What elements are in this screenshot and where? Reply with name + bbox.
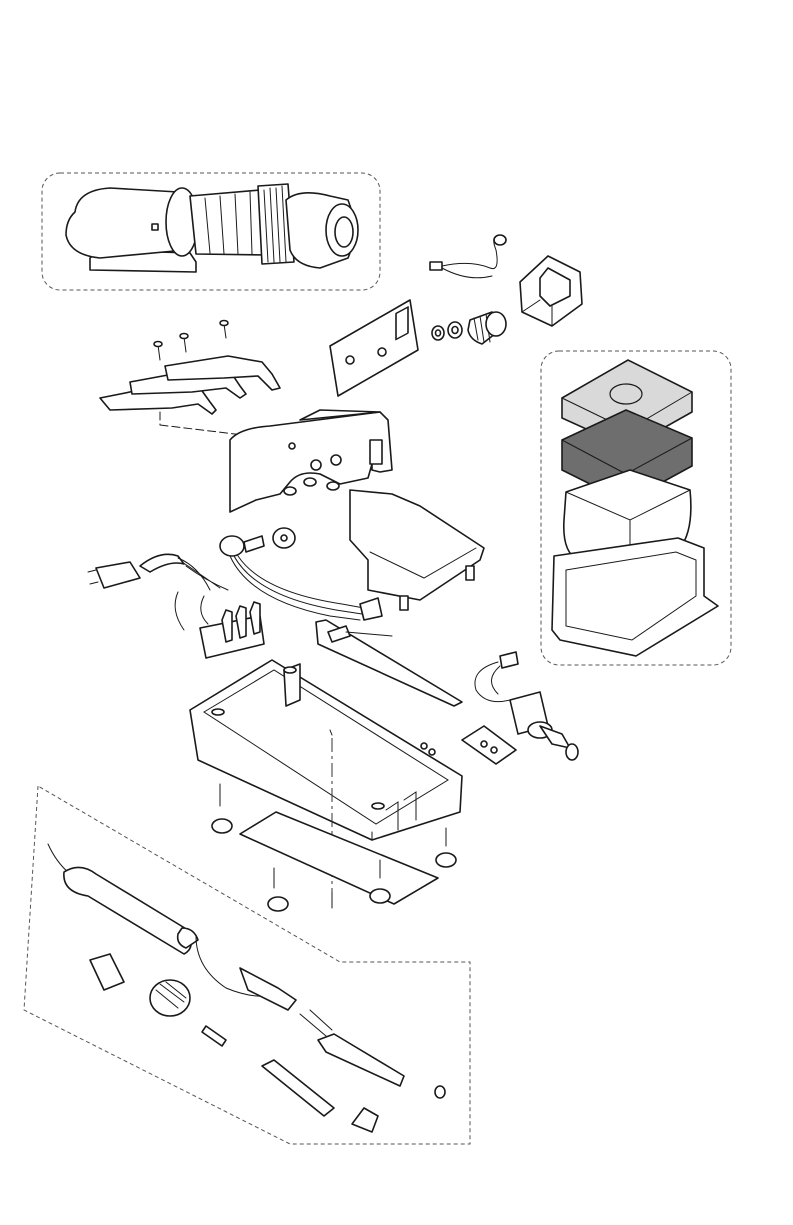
handpiece-nozzle-inner bbox=[335, 217, 353, 247]
iron-handle-nose bbox=[178, 928, 198, 948]
bracket-window bbox=[370, 440, 382, 464]
harness-connector bbox=[500, 652, 518, 668]
sponge-center-hole bbox=[610, 384, 642, 404]
sponge-tray-group bbox=[541, 351, 731, 665]
lamp-bulb bbox=[494, 235, 506, 245]
iron-group-frame bbox=[24, 786, 470, 1144]
socket-plate-hole-2 bbox=[491, 747, 497, 753]
pot-body bbox=[220, 536, 244, 556]
enclosure-post-top bbox=[284, 667, 296, 673]
nut-a bbox=[284, 487, 296, 495]
indicator-lamp-lead bbox=[430, 235, 506, 278]
plug-pins bbox=[88, 570, 98, 584]
iron-cable-end bbox=[48, 844, 70, 874]
spare-washer bbox=[435, 1086, 445, 1098]
barrel-tube bbox=[262, 1060, 334, 1116]
front-plate-window bbox=[396, 307, 408, 339]
washer-1-hole bbox=[436, 330, 441, 336]
heater-element bbox=[318, 1034, 404, 1086]
bracket-hole-1 bbox=[311, 460, 321, 470]
bracket-foot-2 bbox=[466, 566, 474, 580]
control-knob-cap bbox=[486, 312, 506, 336]
retaining-nut bbox=[352, 1108, 378, 1132]
nut-b bbox=[304, 478, 316, 486]
lead-2 bbox=[201, 596, 208, 624]
power-rocker-switch bbox=[520, 256, 582, 326]
front-plate-hole-2 bbox=[378, 348, 386, 356]
pot-connector bbox=[360, 598, 382, 620]
sensor-end bbox=[566, 744, 578, 760]
bracket-center-hole bbox=[289, 443, 295, 449]
heater-clip bbox=[240, 968, 296, 1010]
enclosure-hole-1 bbox=[421, 743, 427, 749]
bracket-tray bbox=[350, 490, 484, 600]
cable-conductors bbox=[178, 558, 228, 590]
enclosure-boss-1 bbox=[212, 709, 224, 715]
nut-c bbox=[327, 482, 339, 490]
main-stand-bracket bbox=[230, 410, 484, 610]
foot-3 bbox=[268, 897, 288, 911]
handpiece-indicator bbox=[152, 224, 158, 230]
mains-cable bbox=[88, 554, 228, 630]
foot-2 bbox=[436, 853, 456, 867]
earth-lead bbox=[175, 592, 184, 630]
lamp-wire-2 bbox=[442, 268, 492, 278]
iron-parts-group bbox=[24, 786, 470, 1144]
lamp-wire bbox=[442, 238, 500, 268]
enclosure-hole-2 bbox=[429, 749, 435, 755]
enclosure-boss-2 bbox=[372, 803, 384, 809]
socket-plate-body bbox=[462, 726, 516, 764]
solder-tip bbox=[202, 1026, 226, 1046]
socket-label-plate bbox=[462, 726, 516, 764]
lamp-connector bbox=[430, 262, 442, 270]
plug-body bbox=[96, 562, 140, 588]
iron-handle bbox=[64, 867, 191, 954]
nut-1-hole bbox=[452, 327, 458, 334]
screw-3-head bbox=[220, 321, 228, 326]
pot-shaft bbox=[244, 536, 264, 552]
fuse-board bbox=[316, 620, 462, 706]
screw-2-head bbox=[180, 334, 188, 339]
front-plate-hole-1 bbox=[346, 356, 354, 364]
bracket-foot-1 bbox=[400, 596, 408, 610]
cable-strain-relief bbox=[140, 554, 184, 572]
foot-1 bbox=[212, 819, 232, 833]
screw-1-head bbox=[154, 342, 162, 347]
tip-holder-rack bbox=[100, 321, 285, 441]
heater-leads bbox=[300, 1010, 332, 1036]
control-knob-set bbox=[432, 312, 506, 344]
bracket-hole-2 bbox=[331, 455, 341, 465]
foot-4 bbox=[370, 889, 390, 903]
front-label-plate bbox=[330, 300, 418, 396]
terminal-block bbox=[200, 602, 264, 658]
handpiece-group bbox=[42, 173, 380, 290]
socket-plate-hole-1 bbox=[481, 741, 487, 747]
tip-sleeve bbox=[90, 954, 124, 990]
pot-nut-hole bbox=[281, 535, 287, 541]
